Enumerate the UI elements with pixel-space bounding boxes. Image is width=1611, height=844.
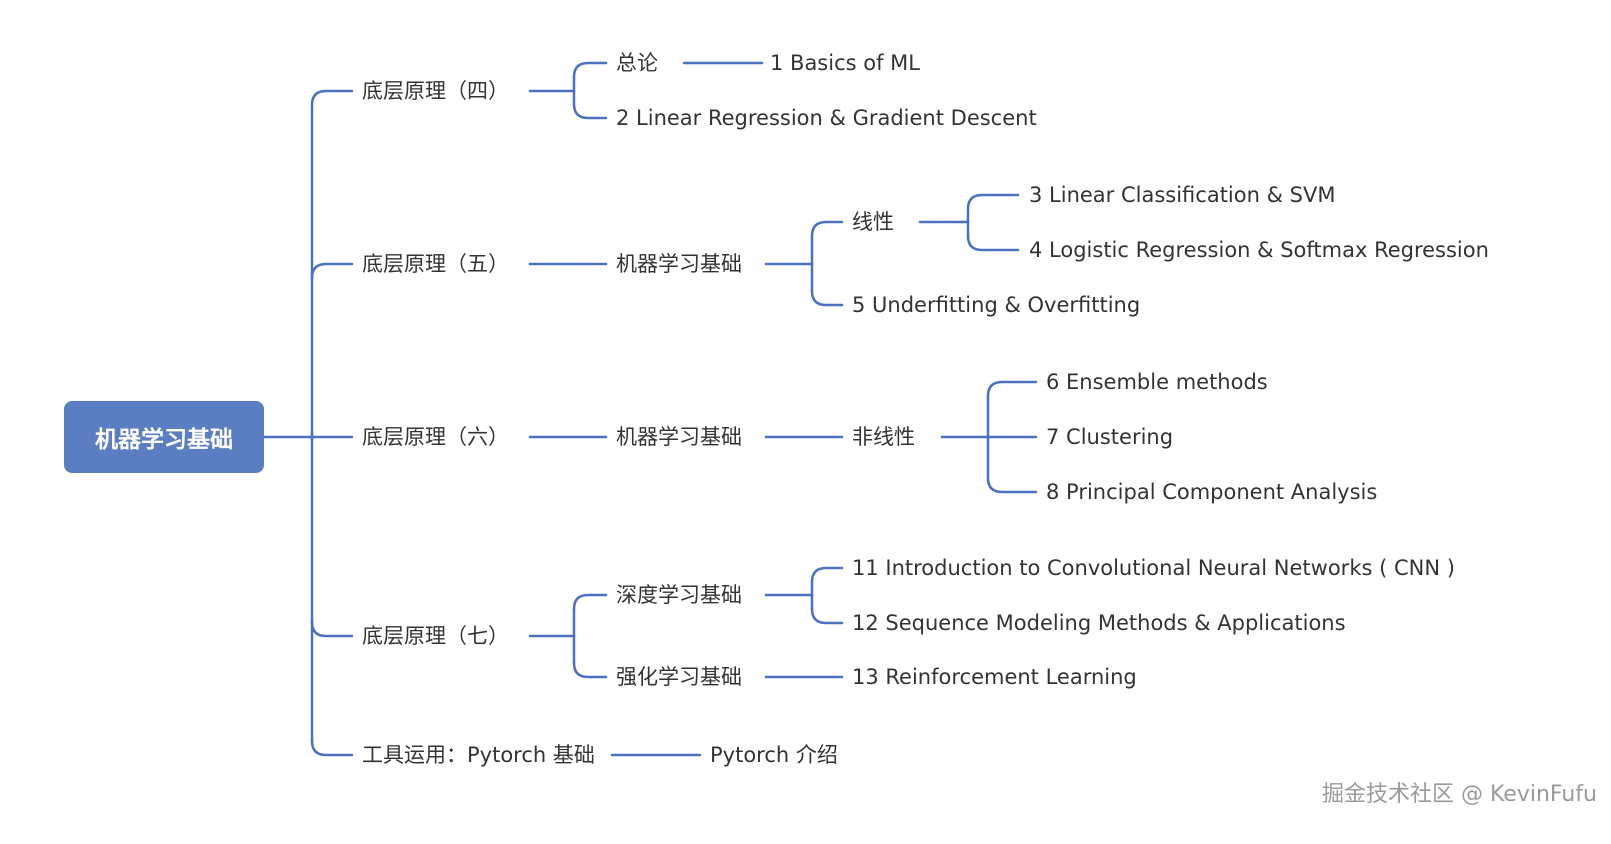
leaf-pca: 8 Principal Component Analysis bbox=[1046, 480, 1378, 504]
nonlinear-connector-arm-2 bbox=[986, 476, 1038, 494]
topic-overview: 总论 bbox=[616, 51, 658, 75]
linear-connector-arm-1 bbox=[966, 234, 1020, 252]
branch-node-4: 底层原理（四） bbox=[362, 79, 509, 103]
root-node: 机器学习基础 bbox=[64, 401, 264, 473]
leaf-sequence-modeling: 12 Sequence Modeling Methods & Applicati… bbox=[852, 611, 1346, 635]
root-connector-arm-1 bbox=[310, 262, 354, 280]
branch4-connector-arm-0 bbox=[572, 61, 608, 79]
topic-linear: 线性 bbox=[852, 210, 894, 234]
branch-node-5: 底层原理（五） bbox=[362, 252, 509, 276]
deep-connector-arm-1 bbox=[810, 607, 844, 625]
root-connector-arm-3 bbox=[310, 620, 354, 638]
topic-nonlinear: 非线性 bbox=[852, 425, 915, 449]
leaf-clustering: 7 Clustering bbox=[1046, 425, 1174, 449]
linear-connector-arm-0 bbox=[966, 193, 1020, 211]
leaf-reinforcement-learning: 13 Reinforcement Learning bbox=[852, 665, 1137, 689]
topic-reinforcement-learning: 强化学习基础 bbox=[616, 665, 742, 689]
topic-ml-basics-6: 机器学习基础 bbox=[616, 425, 742, 449]
branch7-connector-arm-1 bbox=[572, 661, 608, 679]
leaf-linear-classification: 3 Linear Classification & SVM bbox=[1029, 183, 1336, 207]
leaf-pytorch-intro: Pytorch 介绍 bbox=[710, 743, 838, 767]
topic-ml-basics-5: 机器学习基础 bbox=[616, 252, 742, 276]
leaf-basics-of-ml: 1 Basics of ML bbox=[770, 51, 920, 75]
ml5-connector-arm-0 bbox=[810, 220, 844, 238]
leaf-logistic-regression: 4 Logistic Regression & Softmax Regressi… bbox=[1029, 238, 1489, 262]
leaf-cnn: 11 Introduction to Convolutional Neural … bbox=[852, 556, 1455, 580]
root-connector-arm-0 bbox=[310, 89, 354, 107]
branch-node-6: 底层原理（六） bbox=[362, 425, 509, 449]
topic-deep-learning: 深度学习基础 bbox=[616, 583, 742, 607]
leaf-linear-regression: 2 Linear Regression & Gradient Descent bbox=[616, 106, 1037, 130]
branch7-connector-arm-0 bbox=[572, 593, 608, 611]
ml5-connector-arm-1 bbox=[810, 289, 844, 307]
nonlinear-connector-arm-0 bbox=[986, 380, 1038, 398]
branch4-connector-arm-1 bbox=[572, 102, 608, 120]
leaf-underfitting: 5 Underfitting & Overfitting bbox=[852, 293, 1141, 317]
leaf-ensemble-methods: 6 Ensemble methods bbox=[1046, 370, 1268, 394]
root-connector-arm-4 bbox=[310, 739, 354, 757]
branch-node-tools: 工具运用：Pytorch 基础 bbox=[362, 743, 595, 767]
watermark: 掘金技术社区 @ KevinFufu bbox=[1321, 782, 1597, 807]
branch-node-7: 底层原理（七） bbox=[362, 624, 509, 648]
deep-connector-arm-0 bbox=[810, 566, 844, 584]
